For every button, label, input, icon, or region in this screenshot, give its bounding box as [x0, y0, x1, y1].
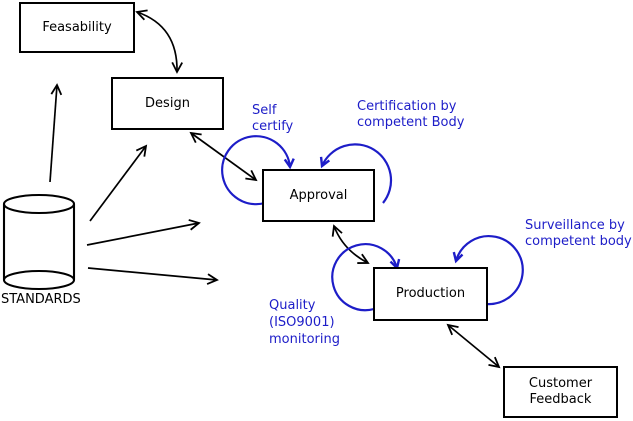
standards-label: STANDARDS	[1, 292, 81, 307]
approval-label: Approval	[289, 187, 348, 203]
arrow-production-customer-feedback	[446, 323, 501, 369]
arrow-design-approval	[189, 131, 258, 182]
arrow-standards-to-production	[87, 267, 219, 285]
production-box: Production	[373, 267, 488, 321]
arrow-approval-production	[331, 224, 370, 264]
surveillance-annotation: Surveillance by competent body	[525, 218, 632, 249]
arrow-standards-to-design	[89, 144, 148, 222]
production-label: Production	[395, 286, 466, 301]
quality-monitoring-loop-arrow	[331, 243, 401, 312]
design-label: Design	[145, 95, 190, 111]
certification-loop-arrow	[319, 143, 393, 204]
arrow-standards-to-approval	[86, 219, 201, 246]
arrow-standards-to-feasability	[49, 83, 63, 183]
design-box: Design	[111, 77, 224, 130]
self-certify-annotation: Self certify	[252, 103, 294, 134]
arrow-feasability-design	[135, 9, 183, 74]
customer-feedback-box: Customer Feedback	[503, 366, 618, 418]
feasability-box: Feasability	[19, 2, 135, 53]
customer-feedback-label: Customer Feedback	[528, 376, 593, 407]
standards-cylinder	[2, 193, 76, 291]
self-certify-loop-arrow	[221, 135, 295, 206]
feasability-label: Feasability	[42, 19, 112, 35]
surveillance-loop-arrow	[452, 235, 524, 306]
approval-box: Approval	[262, 169, 375, 222]
certification-annotation: Certification by competent Body	[357, 99, 465, 130]
quality-monitoring-annotation: Quality (ISO9001) monitoring	[269, 298, 340, 347]
